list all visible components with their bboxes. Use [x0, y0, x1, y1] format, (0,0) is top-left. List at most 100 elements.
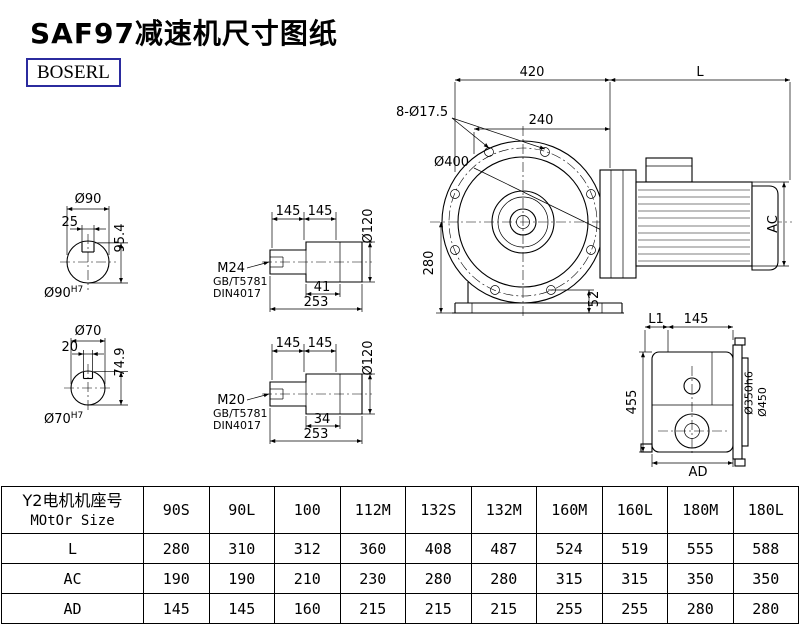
motor-size-header: Y2电机机座号 MOtOr Size	[1, 486, 144, 534]
page-title: SAF97减速机尺寸图纸	[30, 17, 338, 50]
dim-length-253: 253	[304, 427, 329, 442]
table-cell: 215	[405, 593, 472, 624]
thread-m20-label: M20	[217, 393, 245, 408]
dim-bolt-holes: 8-Ø17.5	[396, 105, 448, 120]
dim-flange-dia-450: Ø450	[756, 387, 769, 417]
table-cell: 487	[470, 533, 537, 564]
table-cell: 360	[339, 533, 406, 564]
table-row-AD: AD 145 145 160 215 215 215 255 255 280 2…	[1, 593, 799, 624]
dim-flange-dia: Ø400	[434, 155, 469, 170]
table-cell: 315	[601, 563, 668, 594]
column-header: 90S	[143, 486, 210, 534]
dim-length-253: 253	[304, 295, 329, 310]
dim-455: 455	[625, 390, 640, 415]
dim-shaft-dia-120: Ø120	[361, 208, 376, 243]
table-row-L: L 280 310 312 360 408 487 524 519 555 58…	[1, 533, 799, 564]
column-header: 160L	[601, 486, 668, 534]
table-cell: 280	[667, 593, 734, 624]
bore-label-90: Ø90H7	[44, 285, 83, 301]
column-header: 100	[274, 486, 341, 534]
header-line-en: MOtOr Size	[30, 513, 115, 529]
dim-depth-41: 41	[314, 280, 331, 295]
dim-key-height-74: 74.9	[113, 348, 128, 377]
row-label: L	[1, 533, 144, 564]
table-cell: 408	[405, 533, 472, 564]
column-header: 112M	[339, 486, 406, 534]
table-cell: 255	[536, 593, 603, 624]
dim-145-b: 145	[308, 204, 333, 219]
table-cell: 588	[732, 533, 799, 564]
shaft-m24-view: 145 145 Ø120 M24 GB/T5781 DIN4017 41 253	[213, 204, 376, 312]
table-cell: 315	[536, 563, 603, 594]
header-line-cn: Y2电机机座号	[22, 491, 123, 510]
dim-145: 145	[684, 312, 709, 327]
table-cell: 280	[405, 563, 472, 594]
dim-280: 280	[422, 251, 437, 276]
table-cell: 215	[339, 593, 406, 624]
dim-420: 420	[520, 65, 545, 80]
std-gb-label: GB/T5781	[213, 407, 268, 420]
column-header: 132S	[405, 486, 472, 534]
bore-90-view: Ø90 25 95.4 Ø90H7	[44, 192, 128, 301]
dim-shaft-dia-120: Ø120	[361, 340, 376, 375]
technical-drawing: Ø90 25 95.4 Ø90H7 Ø70	[44, 65, 792, 480]
column-header: 180L	[732, 486, 799, 534]
bore-label-70: Ø70H7	[44, 411, 83, 427]
table-cell: 230	[339, 563, 406, 594]
table-cell: 555	[667, 533, 734, 564]
table-cell: 160	[274, 593, 341, 624]
std-gb-label: GB/T5781	[213, 275, 268, 288]
dim-key-height-95: 95.4	[113, 224, 128, 253]
table-cell: 190	[208, 563, 275, 594]
dim-52: 52	[587, 291, 602, 308]
table-cell: 350	[732, 563, 799, 594]
table-cell: 145	[143, 593, 210, 624]
dim-240: 240	[529, 113, 554, 128]
dim-spigot-dia: Ø350h6	[743, 371, 756, 415]
row-label: AC	[1, 563, 144, 594]
front-view: 420 L 240 8-Ø17.5	[396, 65, 792, 318]
motor-dimension-table: Y2电机机座号 MOtOr Size 90S 90L 100 112M 132S…	[1, 486, 799, 624]
table-cell: 255	[601, 593, 668, 624]
column-header: 160M	[536, 486, 603, 534]
table-cell: 280	[470, 563, 537, 594]
dim-145-a: 145	[276, 336, 301, 351]
table-cell: 215	[470, 593, 537, 624]
dim-AD: AD	[689, 465, 708, 480]
brand-logo: BOSERL	[26, 58, 121, 87]
column-header: 180M	[667, 486, 734, 534]
std-din-label: DIN4017	[213, 287, 261, 300]
std-din-label: DIN4017	[213, 419, 261, 432]
table-row-AC: AC 190 190 210 230 280 280 315 315 350 3…	[1, 563, 799, 594]
dim-depth-34: 34	[314, 412, 331, 427]
table-cell: 145	[208, 593, 275, 624]
dim-L: L	[696, 65, 704, 80]
dim-keyway-25: 25	[61, 215, 78, 230]
table-cell: 280	[143, 533, 210, 564]
side-view: L1 145 455 Ø350h6 Ø450 AD	[625, 312, 769, 480]
column-header: 132M	[470, 486, 537, 534]
table-cell: 280	[732, 593, 799, 624]
dim-AC: AC	[766, 215, 781, 233]
table-cell: 350	[667, 563, 734, 594]
dim-145-b: 145	[308, 336, 333, 351]
dim-bore-dia-70: Ø70	[75, 324, 102, 339]
row-label: AD	[1, 593, 144, 624]
column-header: 90L	[208, 486, 275, 534]
bore-70-view: Ø70 20 74.9 Ø70H7	[44, 324, 128, 427]
flange-bolt-holes	[450, 147, 596, 295]
table-cell: 312	[274, 533, 341, 564]
dim-keyway-20: 20	[61, 340, 78, 355]
table-cell: 524	[536, 533, 603, 564]
shaft-m20-view: 145 145 Ø120 M20 GB/T5781 DIN4017 34 253	[213, 336, 376, 444]
table-cell: 310	[208, 533, 275, 564]
table-header-row: Y2电机机座号 MOtOr Size 90S 90L 100 112M 132S…	[1, 486, 799, 534]
thread-m24-label: M24	[217, 261, 245, 276]
motor-fins	[638, 189, 750, 262]
table-cell: 190	[143, 563, 210, 594]
dim-bore-dia-90: Ø90	[75, 192, 102, 207]
dim-145-a: 145	[276, 204, 301, 219]
motor	[599, 157, 779, 279]
table-cell: 519	[601, 533, 668, 564]
